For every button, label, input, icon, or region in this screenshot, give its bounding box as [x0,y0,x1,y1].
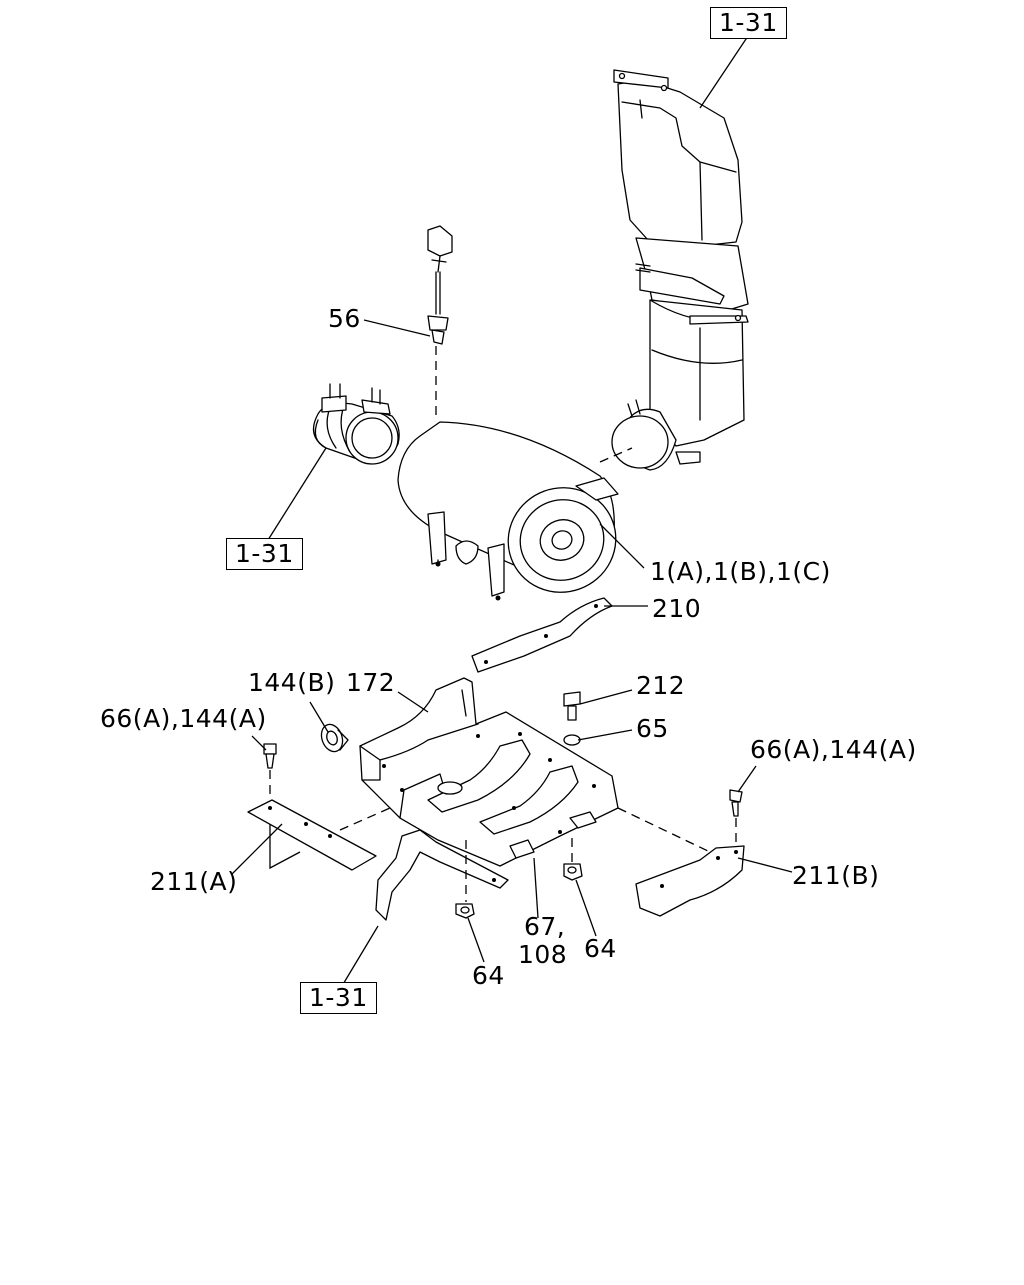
ref-box-top: 1-31 [710,7,787,39]
nut-64-right [564,864,582,880]
leader-lines [232,36,792,986]
label-part-108: 108 [518,940,568,969]
intake-duct [612,70,748,470]
rubber-mount-144b [318,721,348,754]
restriction-sensor [428,226,452,344]
plate-211b [636,846,744,916]
nut-64-center [456,904,474,918]
bolt-66a-left [264,744,276,768]
intake-hose [314,384,400,464]
label-part-66a-144a-left: 66(A),144(A) [100,704,267,733]
bolt-212 [564,692,580,745]
label-part-144b: 144(B) [248,668,336,697]
label-part-211a: 211(A) [150,867,238,896]
label-part-212: 212 [636,671,686,700]
support-arm [376,830,508,920]
bolt-66a-right [730,790,742,816]
label-part-1abc: 1(A),1(B),1(C) [650,557,831,586]
label-part-211b: 211(B) [792,861,880,890]
strap-band [472,598,612,672]
ref-box-left: 1-31 [226,538,303,570]
label-part-210: 210 [652,594,702,623]
label-part-172: 172 [346,668,396,697]
label-part-56: 56 [328,304,361,333]
plate-211a [248,800,376,870]
label-part-65: 65 [636,714,669,743]
alignment-lines [270,346,736,902]
label-part-64-center: 64 [472,961,505,990]
ref-box-bottom: 1-31 [300,982,377,1014]
label-part-64-right: 64 [584,934,617,963]
mounting-bracket [360,678,618,866]
label-part-67: 67, [524,912,566,941]
air-cleaner-assembly [398,422,631,601]
label-part-66a-144a-right: 66(A),144(A) [750,735,917,764]
